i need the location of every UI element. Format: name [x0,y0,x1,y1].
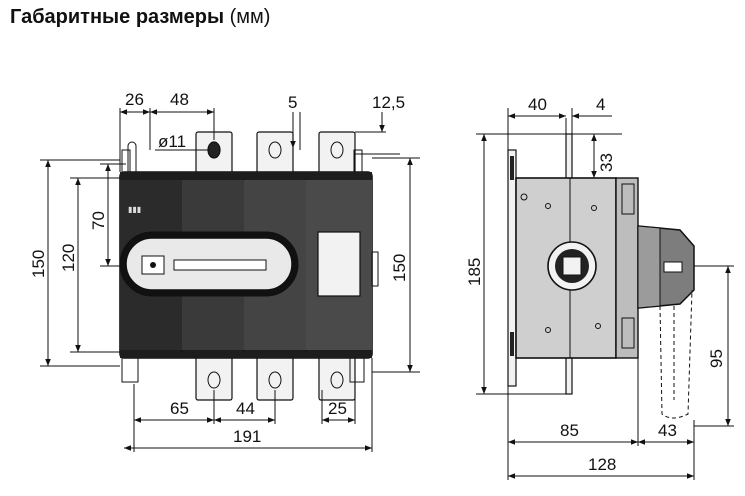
page-title: Габаритные размеры (мм) [10,6,270,29]
dim-48: 48 [170,90,189,109]
title-main: Габаритные размеры [10,6,225,28]
dim-33: 33 [597,153,616,172]
dim-150-left: 150 [29,250,48,278]
side-dimensions: 40 4 33 185 95 85 43 128 [465,95,734,480]
side-view: 40 4 33 185 95 85 43 128 [465,95,734,480]
bottom-terminals [121,351,365,401]
dim-44: 44 [236,399,255,418]
dim-185: 185 [465,258,484,286]
dim-43: 43 [658,421,677,440]
dim-95: 95 [707,349,726,368]
shaft-coupling [547,241,597,291]
brand-mark: ▮▮▮ [128,205,141,214]
dim-191: 191 [233,427,261,446]
dim-hole-diameter: ø11 [158,132,186,151]
dim-128: 128 [588,455,616,474]
top-rail [120,172,372,180]
dim-26: 26 [125,90,144,109]
side-handle [637,225,695,419]
side-knurl [371,251,379,287]
side-rail [615,177,639,359]
front-dimensions: 26 48 5 12,5 ø11 150 120 70 [29,90,420,452]
dim-25: 25 [328,399,347,418]
dim-12-5: 12,5 [372,93,405,112]
dim-70: 70 [89,211,108,230]
dim-150-right: 150 [390,254,409,282]
dim-120: 120 [59,244,78,272]
bottom-rail [120,350,372,358]
top-terminals [121,131,363,179]
rotary-handle [119,231,299,297]
dim-85: 85 [560,421,579,440]
dim-4: 4 [596,95,605,114]
front-view: ▮▮▮ 26 48 5 12,5 ø11 [29,90,420,452]
title-unit: (мм) [229,6,271,28]
label-window [317,231,361,297]
dim-5: 5 [288,93,297,112]
dim-40: 40 [528,95,547,114]
dim-65: 65 [170,399,189,418]
